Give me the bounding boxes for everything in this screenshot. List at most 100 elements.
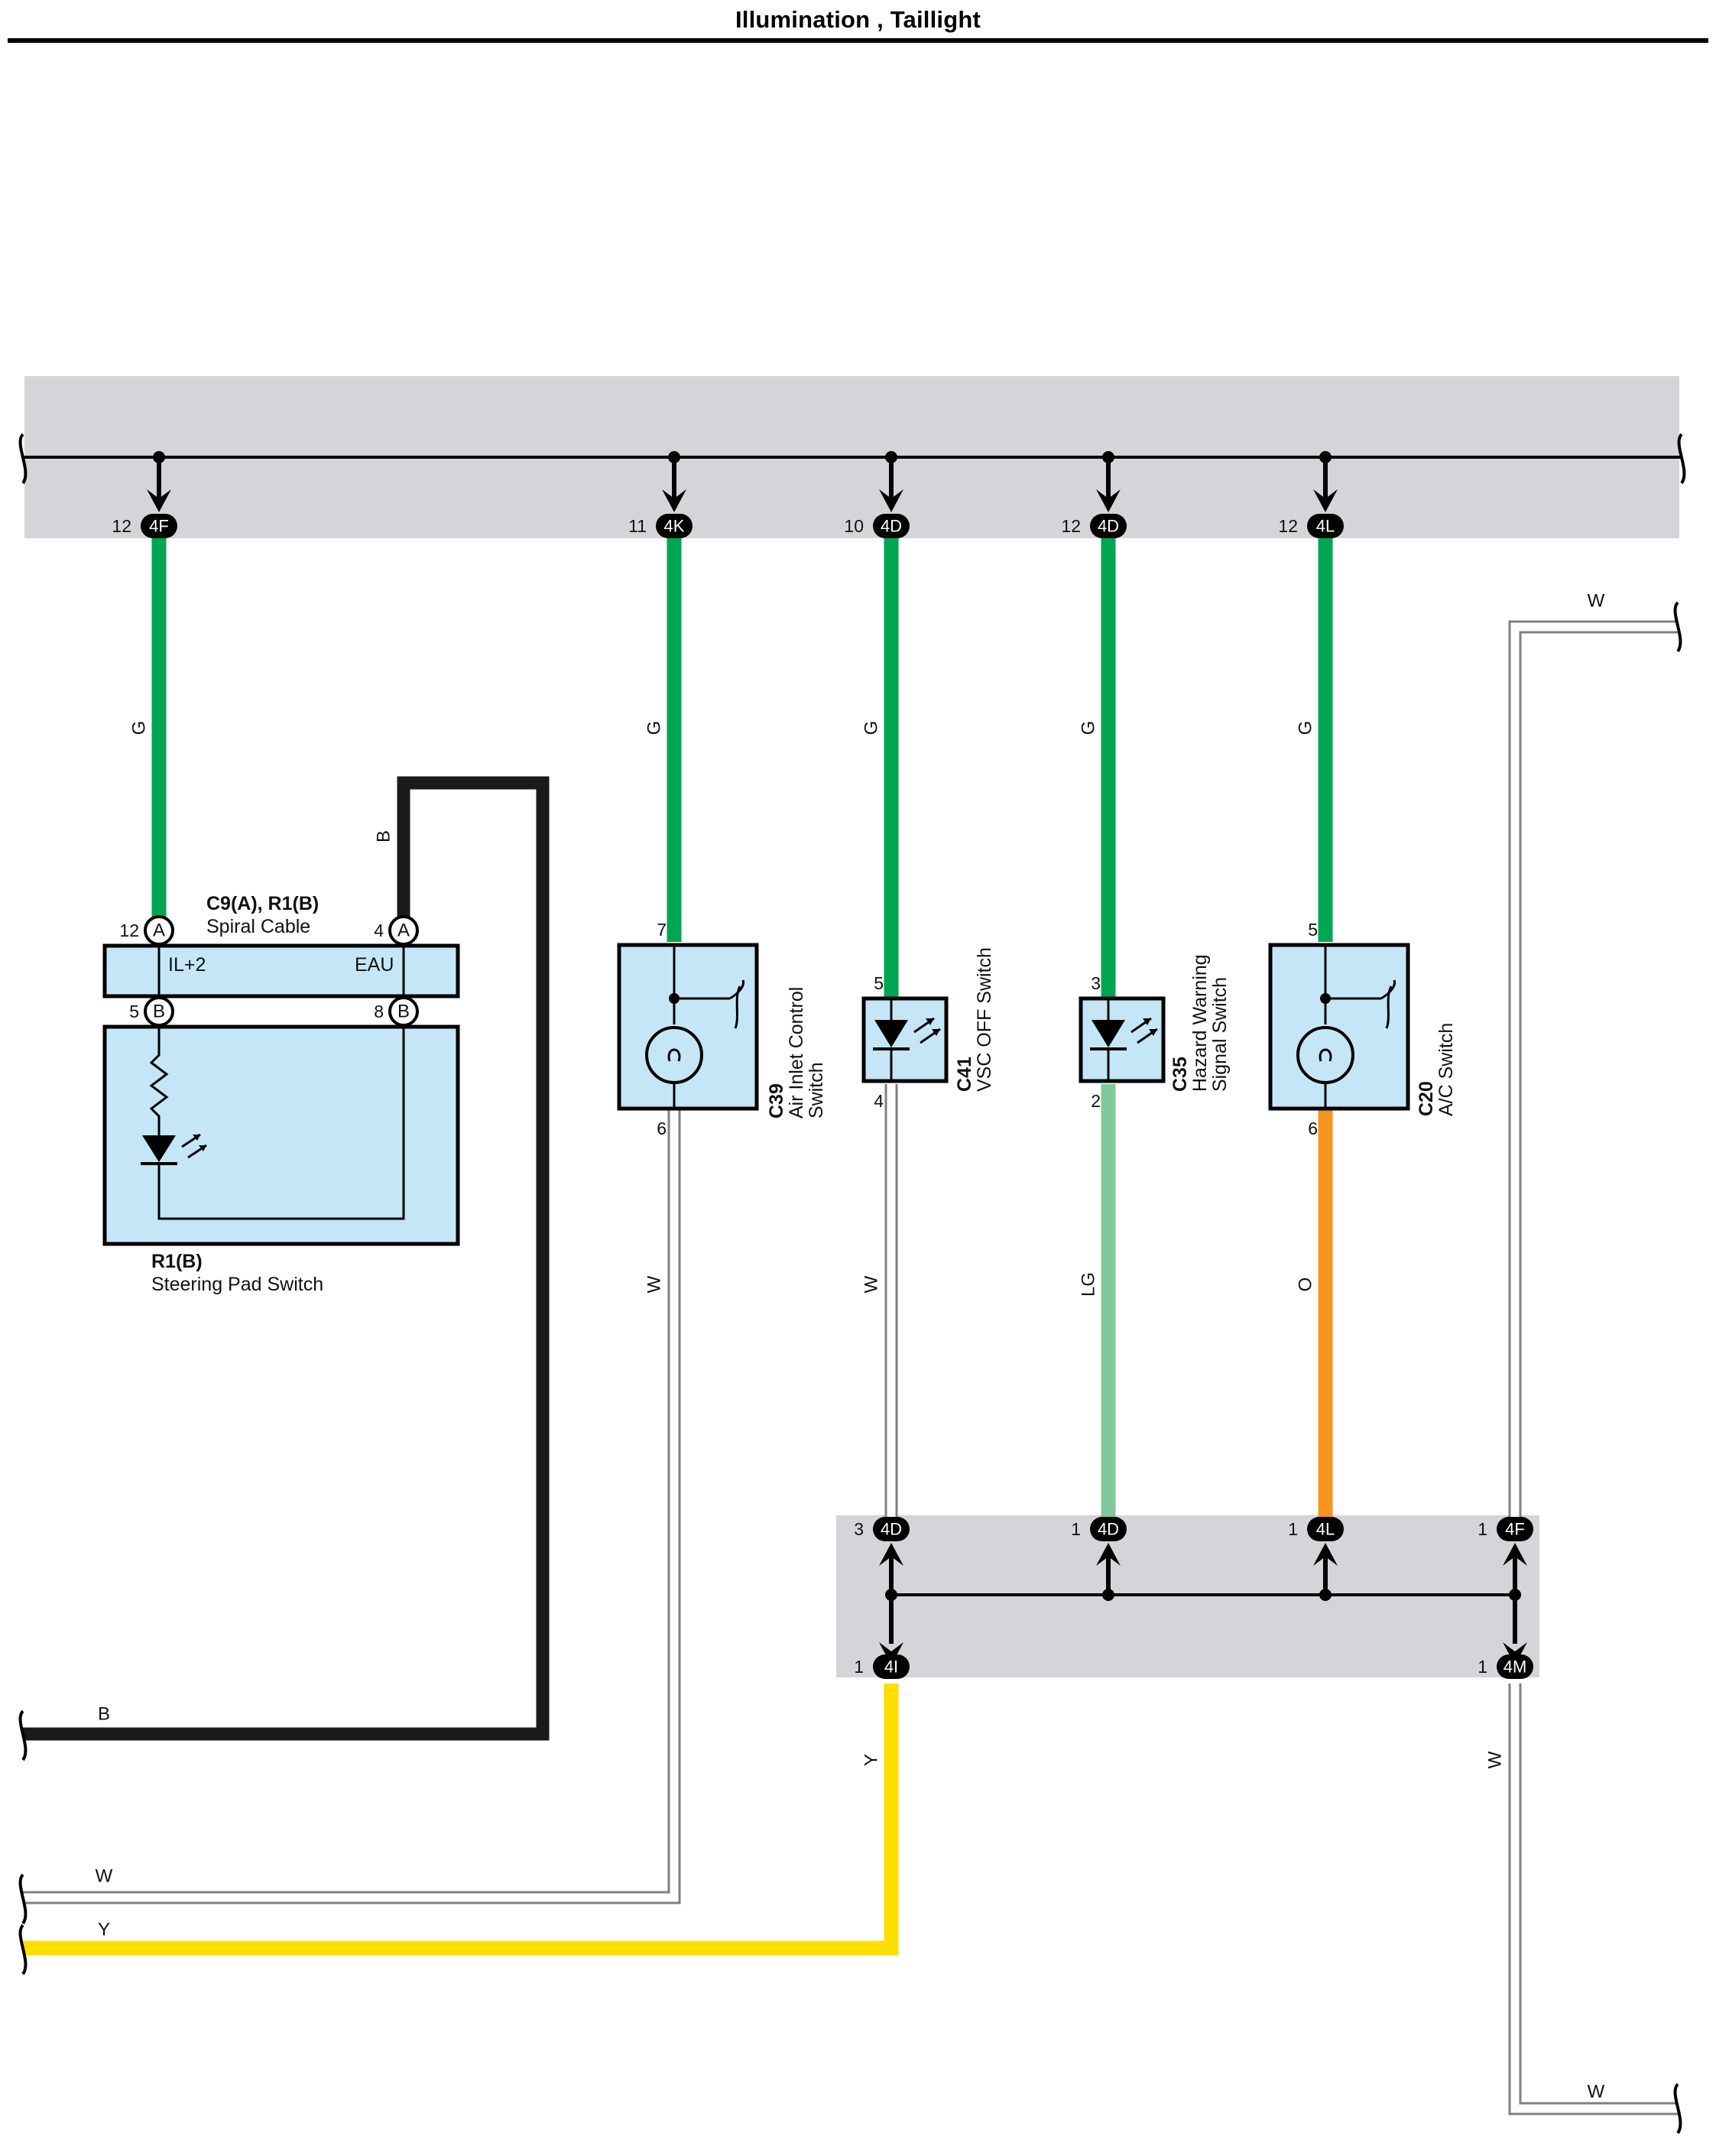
spiral-cable: A A 12 4 C9(A), R1(B) Spiral Cable IL+2 …: [102, 893, 460, 998]
connector-code: 4D: [1098, 517, 1119, 536]
connector-letter: A: [397, 921, 410, 941]
component-name: Steering Pad Switch: [151, 1274, 323, 1295]
terminal-label: IL+2: [168, 954, 206, 976]
arrow-down-icon: [879, 1642, 1527, 1665]
break-mark-icon: [18, 433, 28, 485]
wire-label: G: [129, 721, 150, 735]
switch-lever-icon: [729, 979, 745, 1029]
connector-4D-bottom-a: 4D 3: [854, 1517, 910, 1541]
connector-4I-bottom: 4I 1: [854, 1654, 910, 1679]
component-id: C39: [766, 1083, 787, 1119]
wire-label: W: [644, 1275, 665, 1293]
c35-hazard-warning-signal-switch: 3 2 C35 Hazard Warning Signal Switch: [1079, 954, 1231, 1111]
connector-code: 4M: [1504, 1658, 1527, 1677]
wire-label: Y: [98, 1920, 110, 1940]
wire-labels: G G G G G B W W LG O Y W W W B W Y: [96, 591, 1605, 2102]
pin-number: 12: [1061, 516, 1081, 536]
pin-number: 5: [1308, 920, 1318, 940]
pin-number: 12: [1278, 516, 1298, 536]
wire-label: W: [1588, 2082, 1605, 2102]
pin-number: 1: [1478, 1519, 1487, 1539]
connector-4F-top: 4F 12: [112, 514, 177, 538]
component-name: Air Inlet Control: [786, 987, 807, 1119]
wire-label: B: [374, 830, 394, 843]
wire-label: W: [861, 1275, 882, 1293]
connector-4F-bottom: 4F 1: [1478, 1517, 1533, 1541]
bottom-connectors: 4D 3 4D 1 4L 1 4F 1 4I 1 4M 1: [854, 1517, 1533, 1679]
wire-label: W: [1485, 1751, 1506, 1768]
pin-number: 1: [854, 1657, 864, 1677]
break-mark-icon: [18, 1873, 28, 1925]
wire-label: B: [98, 1704, 110, 1725]
connector-code: 4D: [881, 517, 902, 536]
c41-vsc-off-switch: 5 4 C41 VSC OFF Switch: [861, 947, 995, 1111]
top-connectors: 4F 12 4K 11 4D 10 4D 12 4L 12: [112, 514, 1344, 538]
component-id: C35: [1169, 1057, 1191, 1092]
connector-4D-top-b: 4D 12: [1061, 514, 1127, 538]
switch-lever-icon: [1380, 979, 1396, 1029]
pin-number: 7: [657, 920, 667, 940]
title-rule: [8, 38, 1708, 43]
connector-code: 4D: [881, 1520, 902, 1539]
break-mark-icon: [18, 1710, 28, 1761]
component-name: VSC OFF Switch: [974, 947, 995, 1092]
c39-air-inlet-control-switch: 7 6 C39 Air Inlet Control Switch: [617, 920, 827, 1138]
connector-4L-top: 4L 12: [1278, 514, 1344, 538]
pin-number: 12: [119, 921, 139, 940]
c20-ac-switch: 5 6 C20 A/C Switch: [1268, 920, 1457, 1138]
arrow-down-icon: [147, 489, 1338, 512]
connector-4D-bottom-b: 4D 1: [1071, 1517, 1127, 1541]
pin-number: 2: [1091, 1091, 1101, 1111]
pin-number: 3: [854, 1519, 864, 1539]
arrow-up-icon: [879, 1543, 1527, 1566]
connector-code: 4D: [1098, 1520, 1119, 1539]
wire-label: G: [861, 721, 882, 735]
component-name: Hazard Warning: [1189, 954, 1211, 1092]
pin-number: 5: [129, 1002, 139, 1021]
pin-number: 11: [628, 516, 647, 536]
connector-code: 4L: [1316, 1520, 1335, 1539]
wire-label: W: [1588, 591, 1605, 612]
pin-number: 6: [657, 1119, 667, 1138]
pin-number: 4: [374, 921, 384, 940]
component-name: Spiral Cable: [206, 916, 310, 937]
pin-number: 1: [1288, 1519, 1298, 1539]
connector-code: 4F: [149, 517, 169, 536]
connector-code: 4I: [884, 1658, 898, 1677]
terminal-label: EAU: [355, 954, 394, 976]
wire-label: W: [96, 1866, 113, 1887]
component-id: R1(B): [151, 1251, 203, 1272]
pin-number: 8: [374, 1002, 384, 1021]
wire-label: O: [1296, 1278, 1316, 1292]
pin-number: 6: [1308, 1119, 1318, 1138]
component-name: A/C Switch: [1435, 1023, 1457, 1116]
wire-label: LG: [1079, 1272, 1099, 1297]
page-title: Illumination , Taillight: [735, 6, 981, 33]
component-id: C41: [954, 1057, 975, 1092]
break-mark-icon: [18, 1924, 28, 1976]
connector-code: 4L: [1316, 517, 1335, 536]
pin-number: 10: [844, 516, 864, 536]
connector-code: 4F: [1505, 1520, 1525, 1539]
component-name: Signal Switch: [1209, 977, 1231, 1092]
resistor-icon: [149, 1025, 169, 1135]
top-splice-band: [18, 376, 1686, 538]
led-icon: [873, 1017, 941, 1050]
component-name: Switch: [806, 1062, 827, 1119]
break-mark-icon: [1677, 433, 1686, 485]
wires: [23, 535, 1678, 2115]
wire-label: G: [1296, 721, 1316, 735]
bottom-splice-band: [836, 1515, 1539, 1677]
component-id: C20: [1416, 1081, 1437, 1116]
connector-4D-top-a: 4D 10: [844, 514, 910, 538]
connector-letter: B: [153, 1002, 165, 1022]
pin-number: 12: [112, 516, 131, 536]
steering-pad-switch: B B 5 8 R1(B) Steering Pad Switch: [102, 996, 460, 1295]
wire-label: G: [1079, 721, 1099, 735]
connector-letter: A: [153, 921, 165, 941]
pin-number: 1: [1478, 1657, 1487, 1677]
wire-label: G: [644, 721, 665, 735]
wire-label: Y: [861, 1754, 882, 1766]
connector-4K-top: 4K 11: [628, 514, 693, 538]
